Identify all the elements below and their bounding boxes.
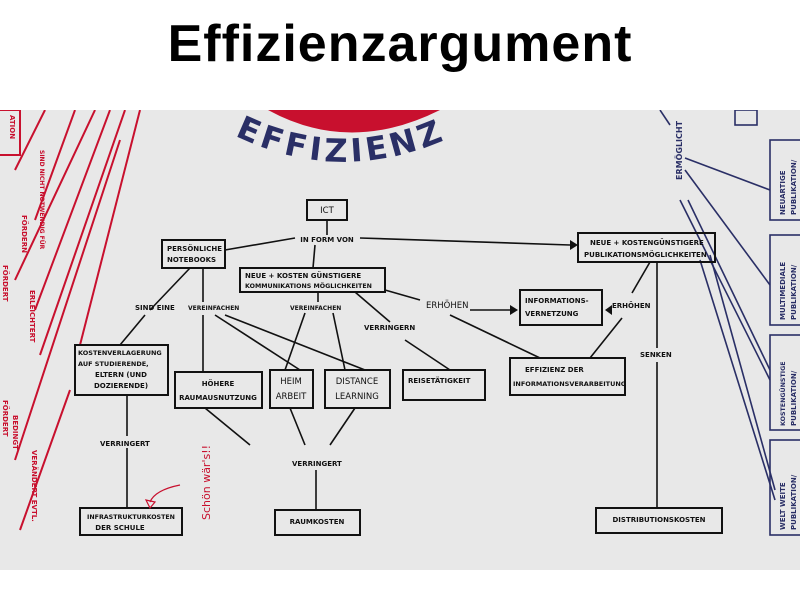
red-circle-shape bbox=[268, 110, 440, 133]
svg-text:REISETÄTIGKEIT: REISETÄTIGKEIT bbox=[408, 376, 471, 385]
svg-text:PUBLIKATION/: PUBLIKATION/ bbox=[790, 159, 798, 215]
svg-text:HEIM: HEIM bbox=[280, 377, 302, 387]
edge-label-ermoeglicht: ERMÖGLICHT bbox=[674, 120, 684, 180]
svg-text:NEUE + KOSTEN GÜNSTIGERE: NEUE + KOSTEN GÜNSTIGERE bbox=[245, 271, 361, 280]
svg-text:KOSTENGÜNSTIGE: KOSTENGÜNSTIGE bbox=[778, 361, 787, 426]
edge-label-vereinfachen: VEREINFACHEN bbox=[188, 305, 239, 312]
red-label: FÖRDERT bbox=[1, 400, 10, 437]
svg-text:DOZIERENDE): DOZIERENDE) bbox=[94, 382, 148, 390]
edge-label-vereinfachen: VEREINFACHEN bbox=[290, 305, 341, 312]
edge-label-erhoehen: ERHÖHEN bbox=[426, 300, 468, 311]
svg-text:ELTERN (UND: ELTERN (UND bbox=[95, 371, 147, 379]
red-label: ATION bbox=[8, 115, 16, 139]
svg-text:INFRASTRUKTURKOSTEN: INFRASTRUKTURKOSTEN bbox=[87, 514, 175, 521]
node-persoenliche-notebooks: PERSÖNLICHE NOTEBOOKS bbox=[161, 239, 226, 269]
edge-label-sind-eine: SIND EINE bbox=[135, 304, 175, 312]
svg-text:WELT WEITE: WELT WEITE bbox=[779, 482, 787, 530]
red-annotation: Schön wär's!! bbox=[144, 445, 213, 520]
node-heimarbeit: HEIM ARBEIT bbox=[269, 369, 314, 409]
svg-text:ARBEIT: ARBEIT bbox=[276, 392, 307, 402]
left-red-branch: ATION SIND NICHT NOTWENDIG FÜR FÖRDERN F… bbox=[0, 110, 141, 531]
node-ict: ICT bbox=[306, 199, 348, 221]
svg-text:PUBLIKATION/: PUBLIKATION/ bbox=[790, 370, 798, 426]
svg-text:RAUMKOSTEN: RAUMKOSTEN bbox=[290, 518, 345, 526]
red-label: FÖRDERN bbox=[20, 215, 29, 253]
svg-text:INFORMATIONSVERARBEITUNG: INFORMATIONSVERARBEITUNG bbox=[513, 380, 626, 388]
svg-text:PUBLIKATION/: PUBLIKATION/ bbox=[790, 264, 798, 320]
svg-text:Schön wär's!!: Schön wär's!! bbox=[200, 445, 213, 520]
edge-label-erhoehen: ERHÖHEN bbox=[612, 301, 651, 310]
node-hoehere-raumausnutzung: HÖHERE RAUMAUSNUTZUNG bbox=[174, 371, 263, 409]
node-effizienz-informationsverarbeitung: EFFIZIENZ DER INFORMATIONSVERARBEITUNG bbox=[509, 357, 626, 396]
svg-text:EFFIZIENZ DER: EFFIZIENZ DER bbox=[525, 366, 584, 374]
svg-text:MULTIMEDIALE: MULTIMEDIALE bbox=[779, 262, 787, 320]
edge-label-verringert: VERRINGERT bbox=[292, 460, 342, 468]
svg-text:KOSTENVERLAGERUNG: KOSTENVERLAGERUNG bbox=[78, 349, 162, 357]
svg-text:NEUARTIGE: NEUARTIGE bbox=[779, 170, 787, 215]
node-distributionskosten: DISTRIBUTIONSKOSTEN bbox=[595, 507, 723, 534]
svg-text:DISTANCE: DISTANCE bbox=[336, 377, 378, 387]
svg-text:KOMMUNIKATIONS MÖGLICHKEITEN: KOMMUNIKATIONS MÖGLICHKEITEN bbox=[245, 281, 372, 290]
edge-label-senken: SENKEN bbox=[640, 351, 672, 359]
edge-label-verringern: VERRINGERN bbox=[364, 324, 415, 332]
node-reisetaetigkeit: REISETÄTIGKEIT bbox=[402, 369, 486, 401]
svg-text:AUF STUDIERENDE,: AUF STUDIERENDE, bbox=[78, 360, 149, 368]
red-label: ERLEICHTERT bbox=[28, 290, 36, 343]
red-label: SIND NICHT NOTWENDIG FÜR bbox=[38, 150, 45, 250]
svg-text:PERSÖNLICHE: PERSÖNLICHE bbox=[167, 244, 222, 253]
node-kostenverlagerung: KOSTENVERLAGERUNG AUF STUDIERENDE, ELTERN … bbox=[74, 344, 169, 396]
svg-text:DER SCHULE: DER SCHULE bbox=[95, 524, 145, 532]
svg-text:PUBLIKATION/: PUBLIKATION/ bbox=[790, 474, 798, 530]
svg-text:NOTEBOOKS: NOTEBOOKS bbox=[167, 256, 216, 264]
connector-lines bbox=[119, 110, 776, 510]
node-informationsvernetzung: INFORMATIONS- VERNETZUNG bbox=[519, 289, 603, 326]
node-distance-learning: DISTANCE LEARNING bbox=[324, 369, 391, 409]
node-infrastrukturkosten: INFRASTRUKTURKOSTEN DER SCHULE bbox=[79, 507, 183, 536]
edge-label-in-form-von: IN FORM VON bbox=[300, 236, 354, 244]
concept-map: EFFIZIENZ ATION SIND NICHT NOTWENDIG FÜR… bbox=[0, 110, 800, 570]
right-publication-boxes: NEUARTIGE PUBLIKATION/ MULTIMEDIALE PUBL… bbox=[734, 110, 800, 536]
svg-text:ICT: ICT bbox=[320, 206, 334, 216]
edge-label-verringert: VERRINGERT bbox=[100, 440, 150, 448]
whiteboard-background bbox=[0, 110, 800, 570]
svg-text:VERNETZUNG: VERNETZUNG bbox=[525, 310, 579, 318]
svg-text:RAUMAUSNUTZUNG: RAUMAUSNUTZUNG bbox=[179, 394, 257, 402]
svg-text:PUBLIKATIONSMÖGLICHKEITEN: PUBLIKATIONSMÖGLICHKEITEN bbox=[584, 250, 707, 259]
red-label: VERÄNDERT EVTL. bbox=[30, 450, 39, 522]
svg-text:INFORMATIONS-: INFORMATIONS- bbox=[525, 297, 589, 305]
svg-text:NEUE + KOSTENGÜNSTIGERE: NEUE + KOSTENGÜNSTIGERE bbox=[590, 238, 704, 247]
svg-text:HÖHERE: HÖHERE bbox=[202, 379, 235, 388]
slide-title: Effizienzargument bbox=[167, 15, 633, 73]
red-label: FÖRDERT bbox=[1, 265, 10, 302]
svg-text:LEARNING: LEARNING bbox=[335, 392, 379, 402]
node-raumkosten: RAUMKOSTEN bbox=[274, 509, 361, 536]
red-label: BEDINGT bbox=[11, 415, 19, 450]
node-publikationsmoeglichkeiten: NEUE + KOSTENGÜNSTIGERE PUBLIKATIONSMÖGLI… bbox=[577, 232, 716, 263]
svg-text:DISTRIBUTIONSKOSTEN: DISTRIBUTIONSKOSTEN bbox=[613, 516, 706, 524]
